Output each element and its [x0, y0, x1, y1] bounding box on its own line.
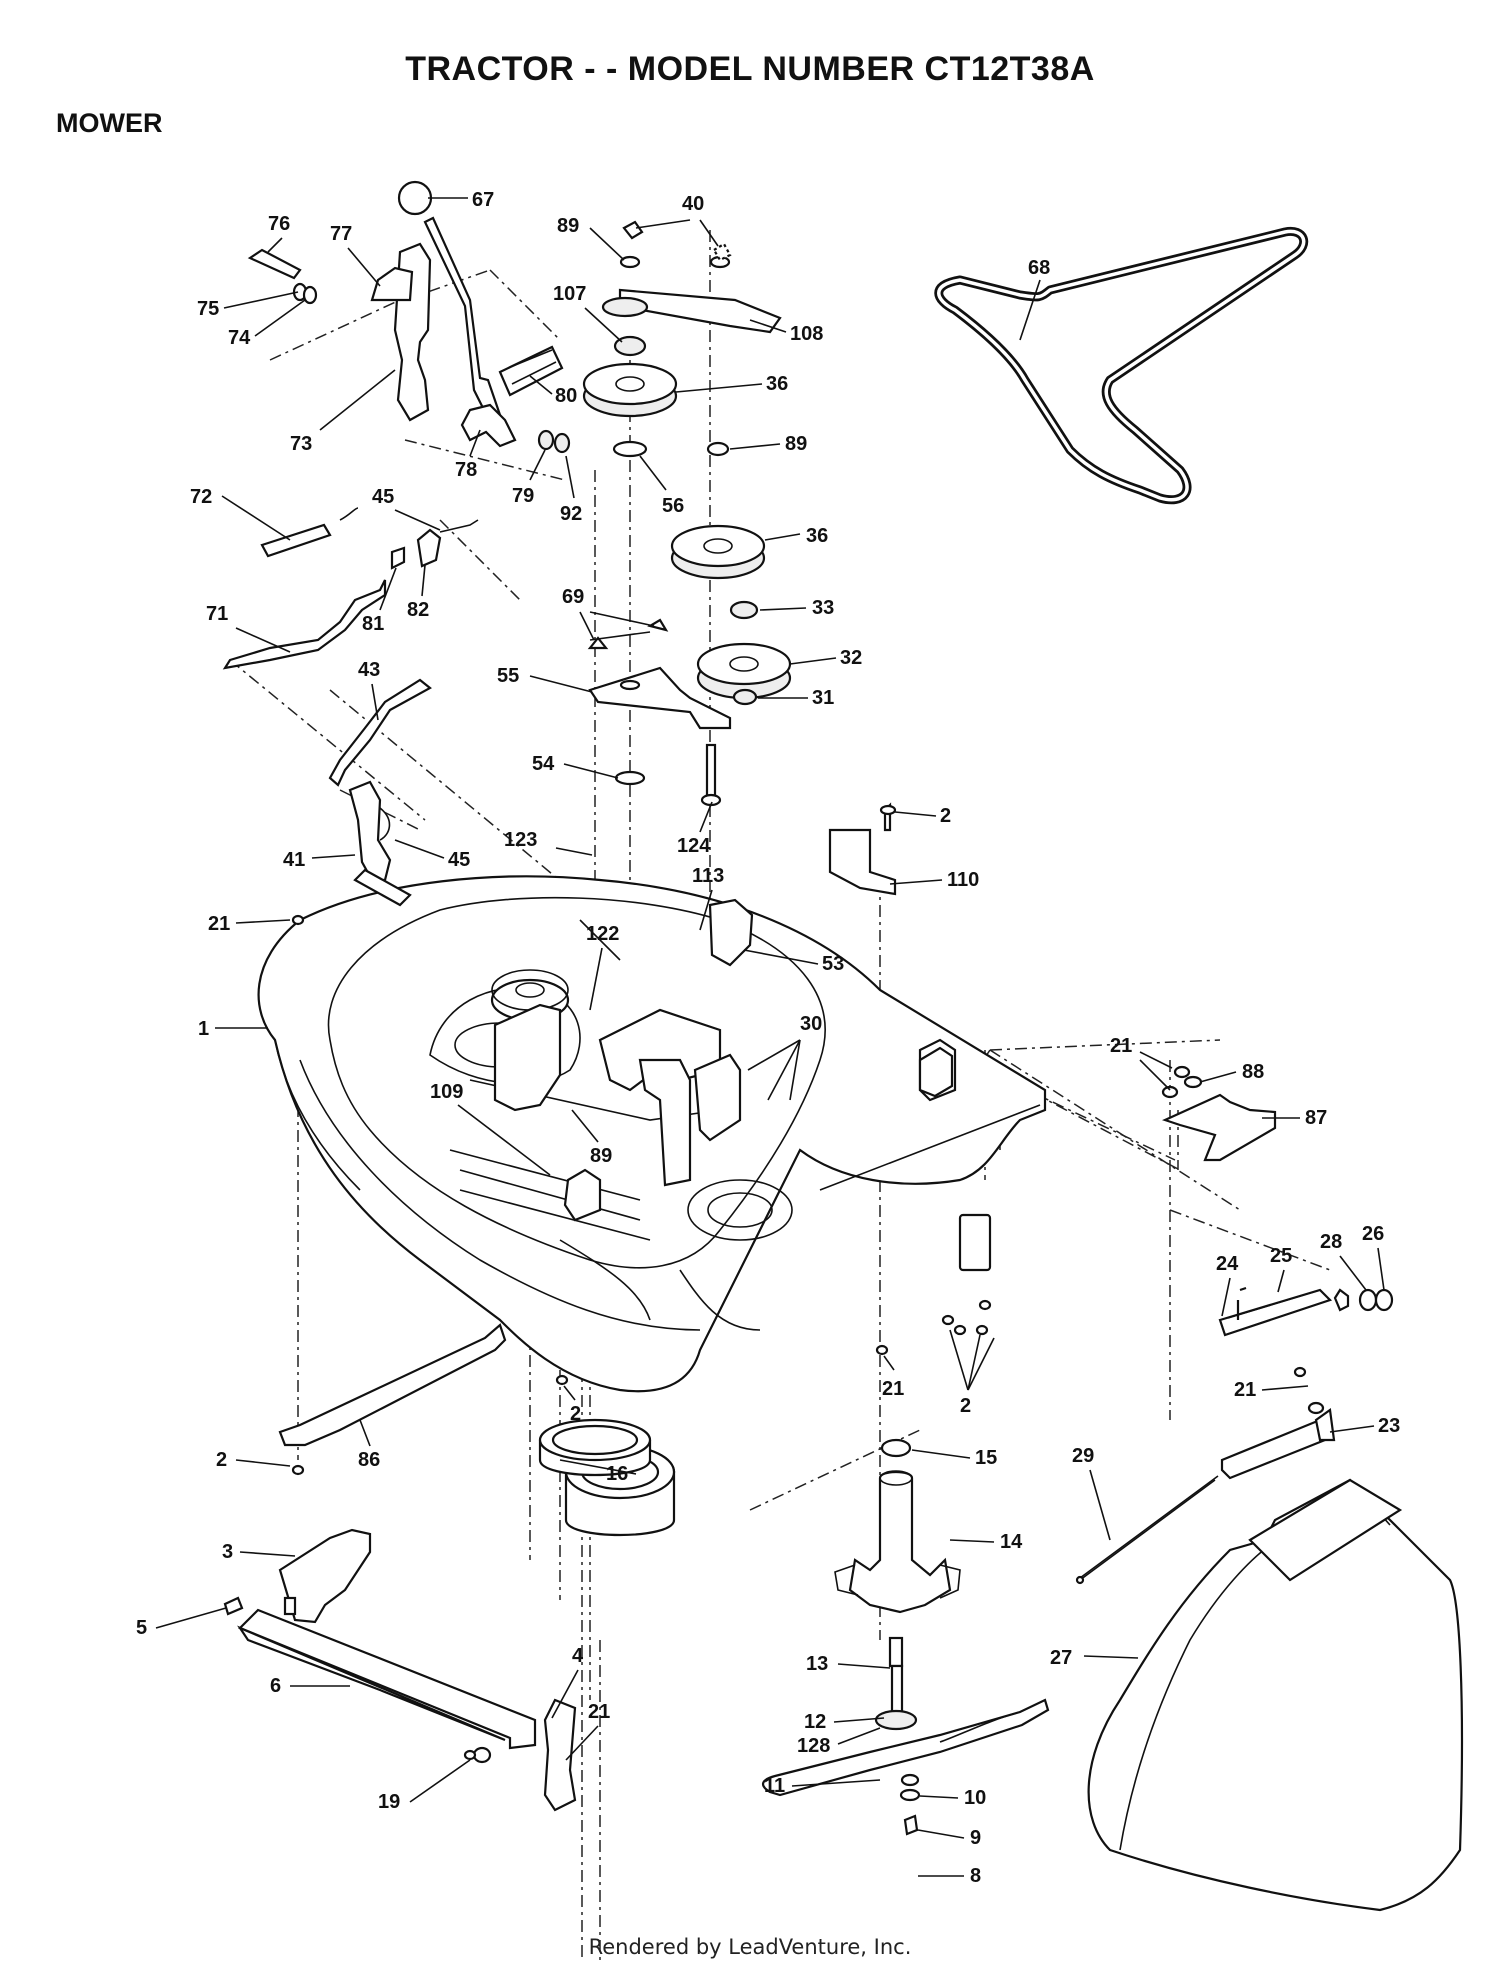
part-callouts: 67 76 77 75 74 73 89 78 79 92 80 72 45 8… [136, 189, 1400, 1887]
callout-19: 19 [378, 1791, 400, 1813]
callout-33: 33 [812, 597, 834, 619]
callout-25: 25 [1270, 1245, 1292, 1267]
callout-43: 43 [358, 659, 380, 681]
callout-8-visible: 8 [970, 1865, 981, 1887]
callout-14-visible: 14 [1000, 1531, 1023, 1553]
callout-80: 80 [555, 385, 577, 407]
lower-left-linkage [223, 914, 1307, 1812]
callout-124: 124 [677, 835, 711, 857]
callout-41: 41 [283, 849, 305, 871]
callout-56: 56 [662, 495, 684, 517]
callout-75: 75 [197, 298, 219, 320]
callout-55: 55 [497, 665, 519, 687]
callout-13-visible: 13 [806, 1653, 828, 1675]
callout-69: 69 [562, 586, 584, 608]
blade-assembly [564, 1438, 1050, 1836]
callout-53: 53 [822, 953, 844, 975]
callout-87-visible: 87 [1305, 1107, 1327, 1129]
callout-73: 73 [290, 433, 312, 455]
callout-86-visible: 86 [358, 1449, 380, 1471]
callout-29: 29 [1072, 1445, 1094, 1467]
discharge-chute [1087, 1478, 1464, 1912]
callout-122: 122 [586, 923, 619, 945]
callout-71: 71 [206, 603, 228, 625]
callout-67: 67 [472, 189, 494, 211]
callout-110: 110 [947, 869, 979, 891]
callout-128-visible: 128 [797, 1735, 830, 1757]
callout-77: 77 [330, 223, 352, 245]
drive-belt [934, 226, 1309, 505]
callout-123: 123 [504, 829, 537, 851]
callout-9-visible: 9 [970, 1827, 981, 1849]
callout-21e-visible: 21 [588, 1701, 610, 1723]
callout-2c: 2 [570, 1403, 581, 1425]
callout-32: 32 [840, 647, 862, 669]
footer-credit: Rendered by LeadVenture, Inc. [588, 1935, 912, 1959]
callout-89c: 89 [590, 1145, 612, 1167]
callout-16-visible: 16 [606, 1463, 628, 1485]
callout-40: 40 [682, 193, 704, 215]
callout-21a: 21 [208, 913, 230, 935]
callout-79: 79 [512, 485, 534, 507]
callout-10-visible: 10 [964, 1787, 986, 1809]
callout-5: 5 [136, 1617, 147, 1639]
callout-4: 4 [572, 1645, 584, 1667]
callout-1: 1 [198, 1018, 209, 1040]
callout-11-visible: 11 [764, 1775, 785, 1797]
lift-linkage [222, 180, 571, 907]
page-title: TRACTOR - - MODEL NUMBER CT12T38A [405, 50, 1095, 88]
idler-stack [582, 220, 792, 807]
callout-76: 76 [268, 213, 290, 235]
callout-89a: 89 [557, 215, 579, 237]
callout-2b: 2 [960, 1395, 971, 1417]
callout-45b: 45 [448, 849, 470, 871]
callout-113: 113 [692, 865, 724, 887]
callout-45a: 45 [372, 486, 394, 508]
callout-107: 107 [553, 283, 586, 305]
callout-12-visible: 12 [804, 1711, 826, 1733]
callout-15-visible: 15 [975, 1447, 997, 1469]
deck-hardware [490, 898, 992, 1272]
callout-36b: 36 [806, 525, 828, 547]
callout-26: 26 [1362, 1223, 1384, 1245]
callout-88-visible: 88 [1242, 1061, 1264, 1083]
callout-81: 81 [362, 613, 384, 635]
right-side-parts [828, 802, 1394, 1585]
callout-78-label: 78 [455, 459, 477, 481]
callout-24: 24 [1216, 1253, 1239, 1275]
section-heading: MOWER [56, 108, 163, 138]
callout-30: 30 [800, 1013, 822, 1035]
callout-82: 82 [407, 599, 429, 621]
callout-21b: 21 [1110, 1035, 1132, 1057]
callout-109-visible: 109 [430, 1081, 463, 1103]
callout-54: 54 [532, 753, 555, 775]
callout-89b: 89 [785, 433, 807, 455]
callout-2a: 2 [940, 805, 951, 827]
callout-108: 108 [790, 323, 823, 345]
callout-36a: 36 [766, 373, 788, 395]
callout-6: 6 [270, 1675, 281, 1697]
callout-68-visible: 68 [1028, 257, 1050, 279]
callout-2d: 2 [216, 1449, 227, 1471]
callout-74: 74 [228, 327, 251, 349]
callout-21c: 21 [1234, 1379, 1256, 1401]
callout-21d-visible: 21 [882, 1378, 904, 1400]
callout-3: 3 [222, 1541, 233, 1563]
callout-72: 72 [190, 486, 212, 508]
mower-deck [257, 875, 1047, 1393]
callout-31: 31 [812, 687, 834, 709]
callout-92: 92 [560, 503, 582, 525]
callout-23-visible: 23 [1378, 1415, 1400, 1437]
callout-28: 28 [1320, 1231, 1342, 1253]
callout-27: 27 [1050, 1647, 1072, 1669]
